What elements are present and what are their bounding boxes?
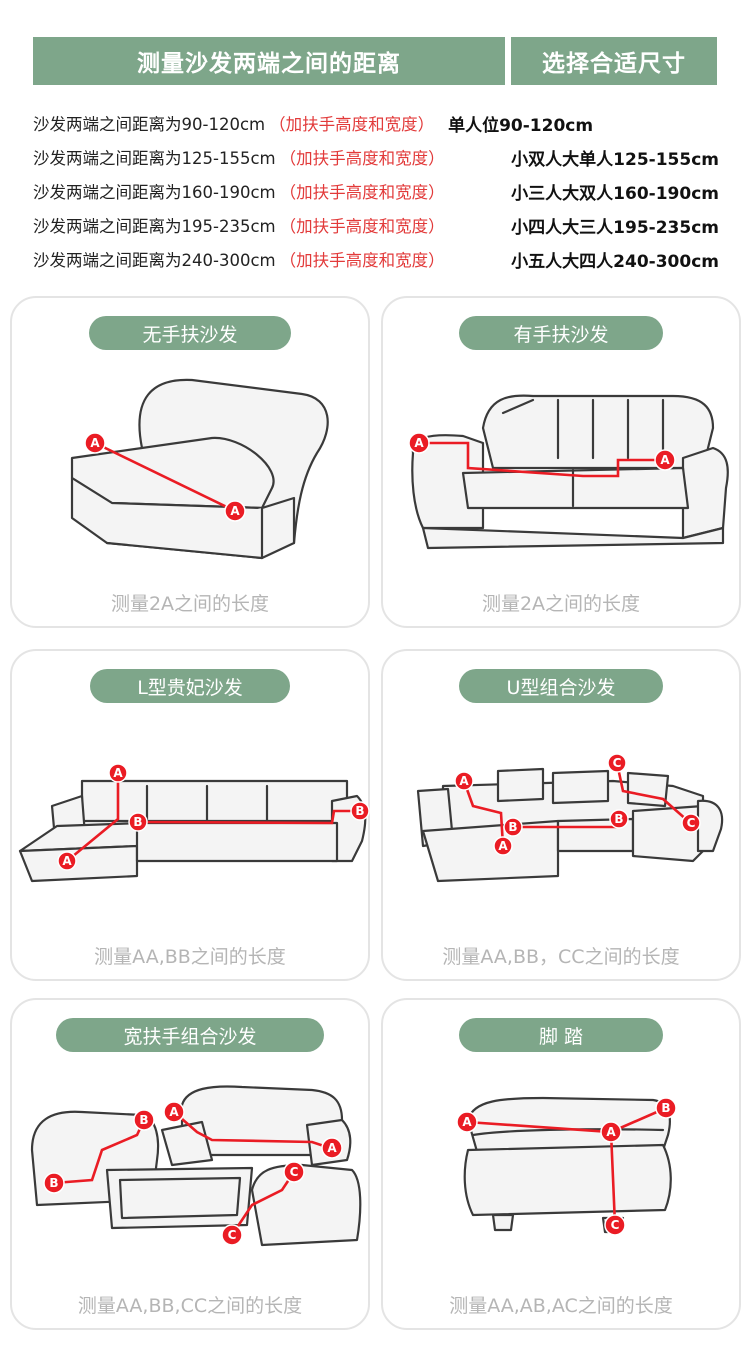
size-row-text: 沙发两端之间距离为160-190cm: [33, 183, 276, 202]
size-row-size: 小四人大三人195-235cm: [511, 217, 719, 238]
size-row: 沙发两端之间距离为160-190cm （加扶手高度和宽度） 小三人大双人160-…: [33, 174, 723, 208]
marker-c: C: [613, 756, 622, 770]
card-u-shaped-sofa: U型组合沙发 A A B B C C 测量AA,BB，CC之间的长度: [381, 649, 741, 981]
marker-c: C: [611, 1218, 620, 1232]
l-shaped-sofa-icon: A A B B: [12, 711, 372, 941]
size-row: 沙发两端之间距离为90-120cm （加扶手高度和宽度） 单人位90-120cm: [33, 106, 723, 140]
size-row-note: （加扶手高度和宽度）: [279, 149, 445, 168]
marker-a: A: [498, 839, 508, 853]
card-title: 宽扶手组合沙发: [56, 1018, 324, 1052]
marker-b: B: [614, 812, 623, 826]
size-row: 沙发两端之间距离为240-300cm （加扶手高度和宽度） 小五人大四人240-…: [33, 242, 723, 276]
size-row-size: 小五人大四人240-300cm: [511, 251, 719, 272]
card-title: 无手扶沙发: [89, 316, 291, 350]
size-row-note: （加扶手高度和宽度）: [279, 251, 445, 270]
size-row-text: 沙发两端之间距离为195-235cm: [33, 217, 276, 236]
card-l-shaped-sofa: L型贵妃沙发 A A B B 测量AA,BB之间的长度: [10, 649, 370, 981]
marker-b: B: [49, 1176, 58, 1190]
marker-a: A: [169, 1105, 179, 1119]
size-row-text: 沙发两端之间距离为90-120cm: [33, 115, 266, 134]
size-row-note: （加扶手高度和宽度）: [269, 115, 435, 134]
marker-a: A: [113, 766, 123, 780]
marker-a: A: [90, 436, 100, 450]
marker-b: B: [355, 804, 364, 818]
card-title: L型贵妃沙发: [90, 669, 290, 703]
size-row-size: 单人位90-120cm: [448, 115, 594, 136]
marker-a: A: [660, 453, 670, 467]
marker-c: C: [687, 816, 696, 830]
marker-a: A: [459, 774, 469, 788]
marker-a: A: [414, 436, 424, 450]
size-row-size: 小三人大双人160-190cm: [511, 183, 719, 204]
card-caption: 测量AA,BB,CC之间的长度: [77, 1295, 303, 1317]
size-row-note: （加扶手高度和宽度）: [279, 217, 445, 236]
marker-a: A: [230, 504, 240, 518]
marker-b: B: [139, 1113, 148, 1127]
card-wide-arm-sofa-set: 宽扶手组合沙发 B B A A C C 测量AA,BB,CC之间的长度: [10, 998, 370, 1330]
card-caption: 测量2A之间的长度: [110, 593, 270, 615]
card-caption: 测量2A之间的长度: [481, 593, 641, 615]
card-footstool: 脚 踏 A A B C 测量AA,AB,AC之间的长度: [381, 998, 741, 1330]
size-row-note: （加扶手高度和宽度）: [279, 183, 445, 202]
size-row-text: 沙发两端之间距离为240-300cm: [33, 251, 276, 270]
marker-a: A: [62, 854, 72, 868]
header-right-title: 选择合适尺寸: [511, 37, 717, 85]
marker-b: B: [508, 820, 517, 834]
size-row: 沙发两端之间距离为125-155cm （加扶手高度和宽度） 小双人大单人125-…: [33, 140, 723, 174]
card-caption: 测量AA,BB，CC之间的长度: [442, 946, 680, 968]
marker-c: C: [290, 1165, 299, 1179]
size-row-size: 小双人大单人125-155cm: [511, 149, 719, 170]
card-caption: 测量AA,BB之间的长度: [94, 946, 286, 968]
armless-sofa-icon: A A: [12, 358, 372, 588]
u-shaped-sofa-icon: A A B B C C: [383, 711, 743, 941]
size-row: 沙发两端之间距离为195-235cm （加扶手高度和宽度） 小四人大三人195-…: [33, 208, 723, 242]
marker-c: C: [228, 1228, 237, 1242]
marker-b: B: [133, 815, 142, 829]
card-title: 脚 踏: [459, 1018, 663, 1052]
card-armless-sofa: 无手扶沙发 A A 测量2A之间的长度: [10, 296, 370, 628]
footstool-icon: A A B C: [383, 1060, 743, 1290]
size-table: 沙发两端之间距离为90-120cm （加扶手高度和宽度） 单人位90-120cm…: [33, 106, 723, 276]
card-title: 有手扶沙发: [459, 316, 663, 350]
marker-a: A: [606, 1125, 616, 1139]
armed-sofa-icon: A A: [383, 358, 743, 588]
wide-arm-sofa-set-icon: B B A A C C: [12, 1060, 372, 1290]
card-armed-sofa: 有手扶沙发 A A 测量2A之间的长度: [381, 296, 741, 628]
marker-a: A: [327, 1141, 337, 1155]
marker-a: A: [462, 1115, 472, 1129]
card-caption: 测量AA,AB,AC之间的长度: [449, 1295, 673, 1317]
header-left-title: 测量沙发两端之间的距离: [33, 37, 505, 85]
size-row-text: 沙发两端之间距离为125-155cm: [33, 149, 276, 168]
marker-b: B: [661, 1101, 670, 1115]
card-title: U型组合沙发: [459, 669, 663, 703]
